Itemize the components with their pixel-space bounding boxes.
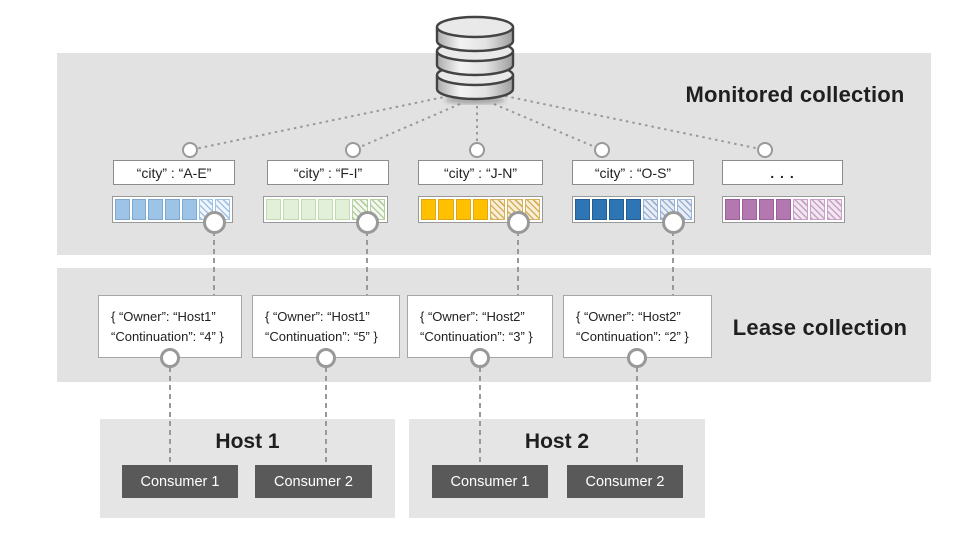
partition-segment-pending [793, 199, 808, 220]
partition-segment-processed [266, 199, 282, 220]
partition-label-1: “city” : “A-E” [113, 160, 235, 185]
connector-node [594, 142, 610, 158]
partition-segment-processed [131, 199, 147, 220]
lease-document-4: { “Owner”: “Host2” “Continuation”: “2” } [563, 295, 712, 358]
lease-node [627, 348, 647, 368]
partition-segment-processed [438, 199, 454, 220]
partition-segment-processed [421, 199, 437, 220]
connector-node [469, 142, 485, 158]
connector-node [757, 142, 773, 158]
partition-segment-processed [609, 199, 624, 220]
lease-line1: { “Owner”: “Host2” [576, 309, 681, 324]
lease-collection-title: Lease collection [732, 315, 908, 340]
partition-label-4: “city” : “O-S” [572, 160, 694, 185]
lease-line2: “Continuation”: “2” } [576, 329, 689, 344]
partition-label-2: “city” : “F-I” [267, 160, 389, 185]
partition-segment-processed [165, 199, 180, 220]
lease-line1: { “Owner”: “Host2” [420, 309, 525, 324]
partition-segment-processed [759, 199, 774, 220]
host1-consumer-2: Consumer 2 [255, 465, 372, 498]
lease-document-3: { “Owner”: “Host2” “Continuation”: “3” } [407, 295, 553, 358]
partition-segment-processed [742, 199, 757, 220]
partition-label-3: “city” : “J-N” [418, 160, 543, 185]
partition-segment-processed [455, 199, 471, 220]
lease-node [316, 348, 336, 368]
host2-consumer-2: Consumer 2 [567, 465, 683, 498]
partition-bar-5 [722, 196, 845, 223]
connector-node [182, 142, 198, 158]
host1-consumer-1: Consumer 1 [122, 465, 238, 498]
partition-segment-processed [472, 199, 489, 220]
database-icon [435, 15, 515, 105]
checkpoint-node [507, 211, 530, 234]
partition-segment-pending [643, 199, 658, 220]
partition-segment-processed [283, 199, 299, 220]
partition-segment-processed [335, 199, 351, 220]
partition-segment-pending [810, 199, 825, 220]
partition-segment-processed [776, 199, 791, 220]
lease-document-2: { “Owner”: “Host1” “Continuation”: “5” } [252, 295, 400, 358]
connector-node [345, 142, 361, 158]
host-1-title: Host 1 [215, 430, 280, 453]
partition-segment-pending [524, 199, 540, 220]
partition-segment-processed [148, 199, 164, 220]
lease-line1: { “Owner”: “Host1” [111, 309, 216, 324]
partition-segment-pending [490, 199, 506, 220]
partition-segment-processed [317, 199, 334, 220]
lease-node [470, 348, 490, 368]
partition-segment-processed [300, 199, 316, 220]
partition-segment-processed [115, 199, 130, 220]
partition-segment-pending [827, 199, 842, 220]
partition-segment-processed [181, 199, 197, 220]
checkpoint-node [203, 211, 226, 234]
host-2-title: Host 2 [524, 430, 590, 453]
lease-line1: { “Owner”: “Host1” [265, 309, 370, 324]
checkpoint-node [356, 211, 379, 234]
lease-node [160, 348, 180, 368]
partition-segment-processed [725, 199, 740, 220]
lease-line2: “Continuation”: “3” } [420, 329, 533, 344]
partition-label-5: . . . [722, 160, 843, 185]
partition-segment-processed [626, 199, 641, 220]
host2-consumer-1: Consumer 1 [432, 465, 548, 498]
partition-bar-1 [112, 196, 233, 223]
lease-line2: “Continuation”: “5” } [265, 329, 378, 344]
lease-line2: “Continuation”: “4” } [111, 329, 224, 344]
checkpoint-node [662, 211, 685, 234]
monitored-collection-title: Monitored collection [685, 82, 905, 107]
partition-segment-processed [592, 199, 607, 220]
partition-segment-processed [575, 199, 590, 220]
